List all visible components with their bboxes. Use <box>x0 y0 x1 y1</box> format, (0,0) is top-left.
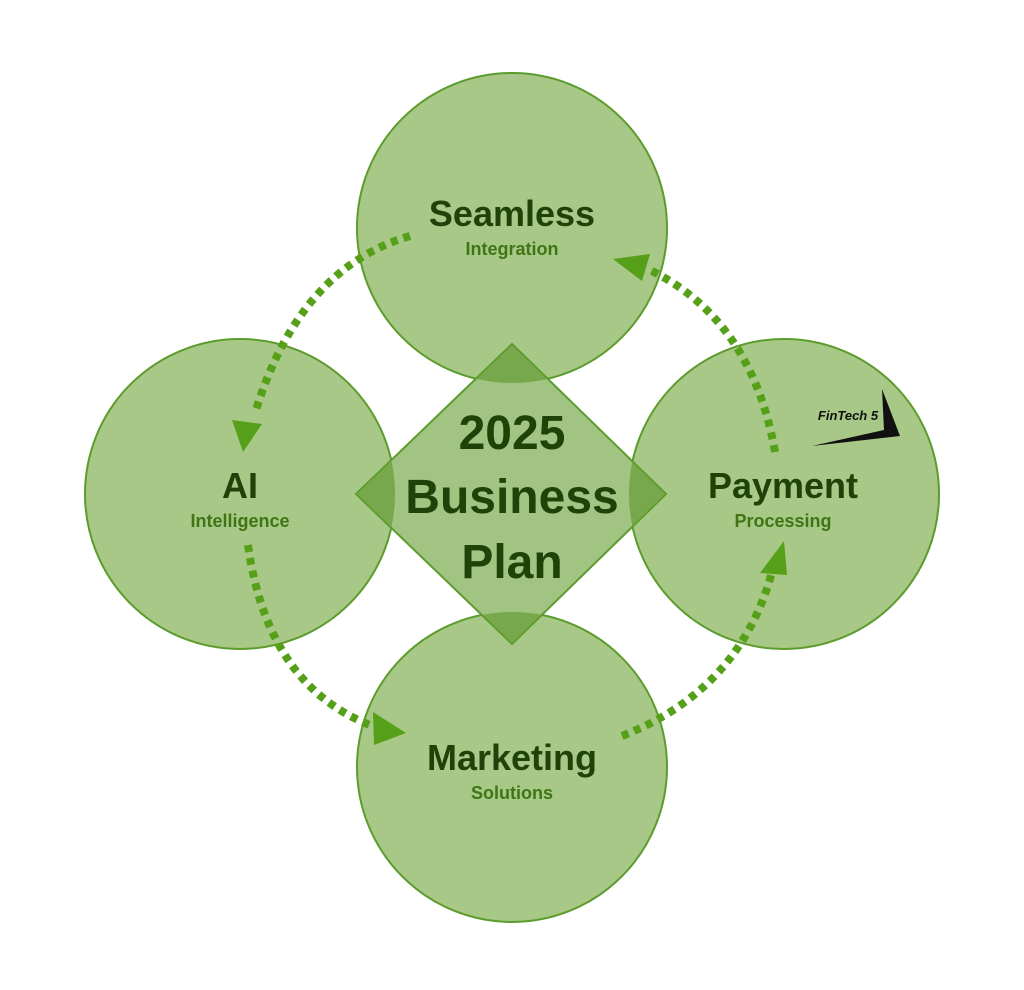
node-top-subtitle: Integration <box>466 239 559 259</box>
logo-chevron-shape <box>812 389 900 446</box>
arrow-bottom-to-right <box>620 570 776 740</box>
arrow-right-to-top <box>648 266 779 453</box>
node-top-title: Seamless <box>429 193 595 234</box>
center-title-line-3: Plan <box>461 536 562 589</box>
node-right-subtitle: Processing <box>734 511 831 531</box>
arrow-left-to-bottom <box>244 544 380 732</box>
node-left-subtitle: Intelligence <box>190 511 289 531</box>
arrow-left-to-bottom-head <box>373 712 406 745</box>
logo-text: FinTech 5 <box>818 408 879 423</box>
diamond-overlaps <box>354 342 668 646</box>
arrow-top-to-left-head <box>232 420 262 452</box>
node-right-title: Payment <box>708 465 858 506</box>
arrow-top-to-left <box>252 232 412 412</box>
connector-arrows <box>232 232 787 745</box>
center-title-line-2: Business <box>405 471 618 524</box>
center-title-line-1: 2025 <box>459 407 566 460</box>
arrow-bottom-to-right-head <box>760 541 787 575</box>
fintech-logo: FinTech 5 <box>812 389 900 446</box>
arrow-right-to-top-head <box>613 254 650 281</box>
node-left-title: AI <box>222 465 258 506</box>
node-bottom-title: Marketing <box>427 737 597 778</box>
node-bottom-subtitle: Solutions <box>471 783 553 803</box>
